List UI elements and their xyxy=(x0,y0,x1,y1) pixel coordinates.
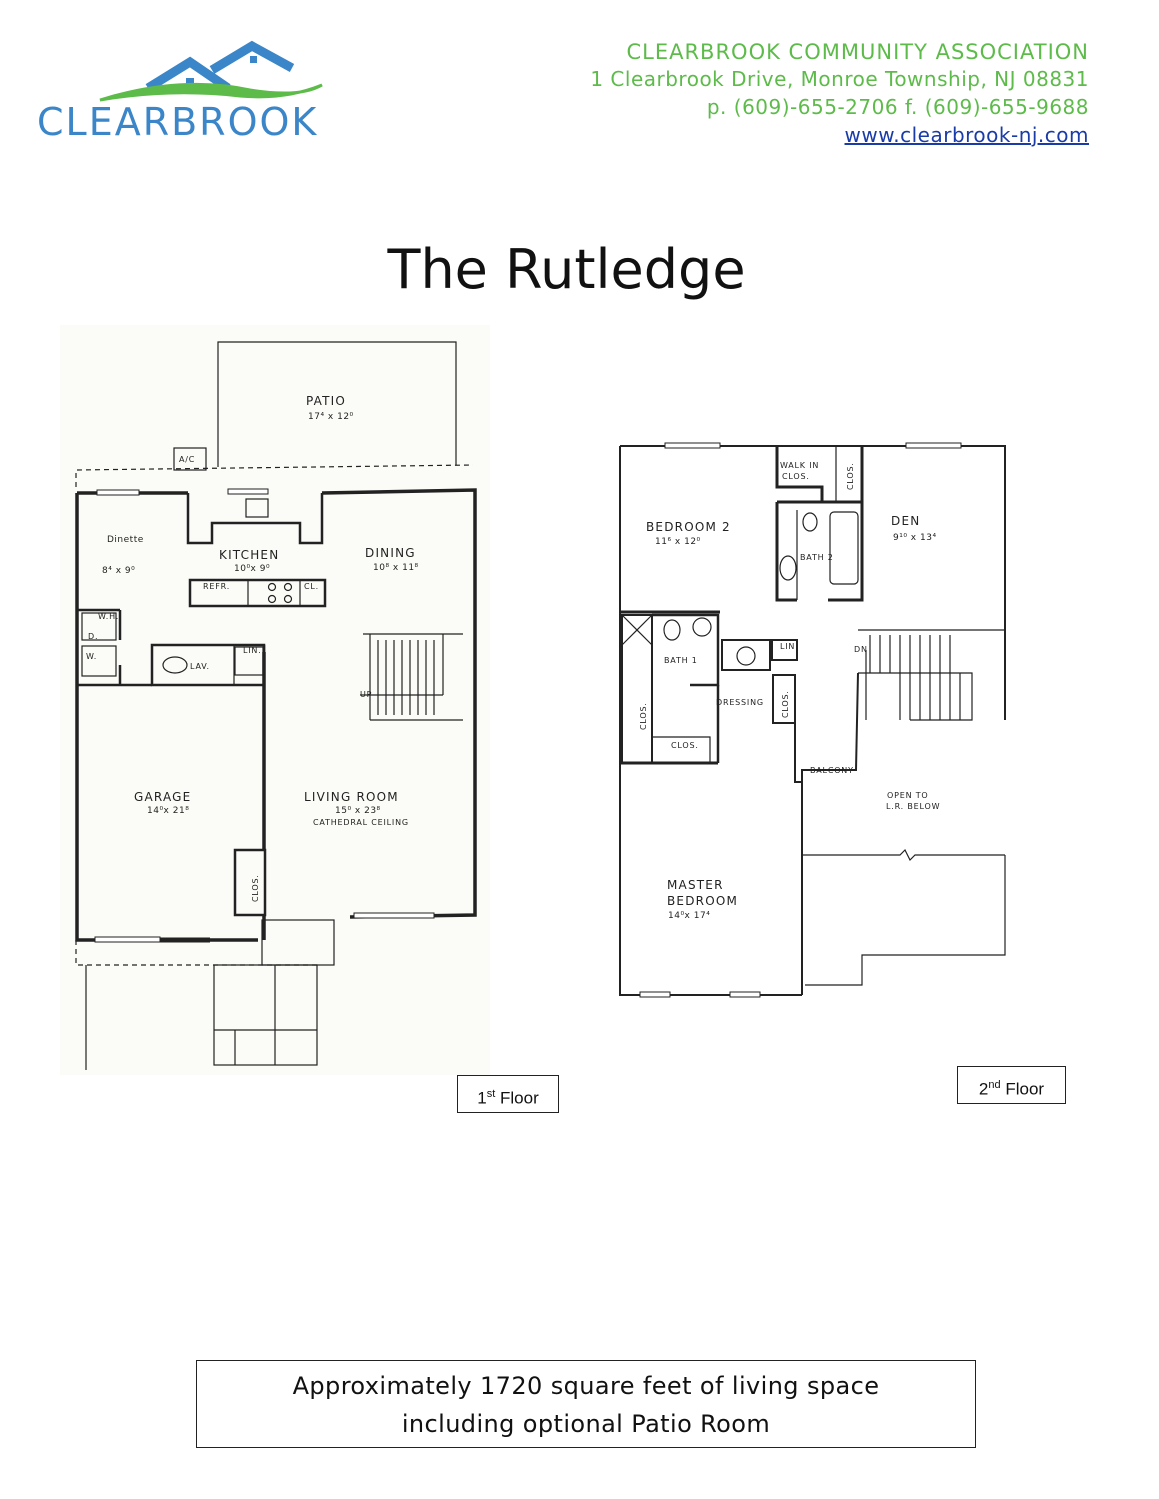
f1-d-label: D. xyxy=(88,632,98,641)
association-phone-fax: p. (609)-655-2706 f. (609)-655-9688 xyxy=(706,95,1089,119)
logo-roof-right xyxy=(209,40,295,74)
f2-clos-left-label: CLOS. xyxy=(639,702,648,730)
page-title: The Rutledge xyxy=(387,238,746,301)
second-floor-tag-label: Floor xyxy=(1005,1079,1045,1099)
f1-living-note: CATHEDRAL CEILING xyxy=(313,818,409,827)
f1-refr-label: REFR. xyxy=(203,582,230,591)
f1-dining-dims: 10⁸ x 11⁸ xyxy=(373,563,419,573)
first-floor-tag-number: 1 xyxy=(477,1088,487,1108)
f1-kitchen-dims: 10⁰x 9⁰ xyxy=(234,564,270,574)
association-address: 1 Clearbrook Drive, Monroe Township, NJ … xyxy=(590,67,1089,91)
f1-dinette-dims: 8⁴ x 9⁰ xyxy=(102,566,135,576)
second-floor-tag-suffix: nd xyxy=(988,1079,1001,1091)
f1-living-dims: 15⁰ x 23⁸ xyxy=(335,806,381,816)
clearbrook-logo xyxy=(99,40,323,102)
f2-walkin-label-1: WALK IN xyxy=(780,461,819,470)
association-website-link[interactable]: www.clearbrook-nj.com xyxy=(844,123,1089,147)
f2-balcony-label: BALCONY xyxy=(810,766,854,775)
square-footage-line-2: including optional Patio Room xyxy=(401,1410,771,1438)
first-floor-tag-suffix: st xyxy=(486,1088,496,1100)
f1-kitchen-label: KITCHEN xyxy=(219,548,279,562)
f1-garage-dims: 14⁰x 21⁸ xyxy=(147,806,189,816)
f2-clos-right-label: CLOS. xyxy=(781,690,790,718)
first-floor-tag-label: Floor xyxy=(500,1088,539,1108)
f2-open-to-label-2: L.R. BELOW xyxy=(886,802,940,811)
f2-walkin-label-2: CLOS. xyxy=(782,472,810,481)
f2-bath1-label: BATH 1 xyxy=(664,656,698,665)
logo-swoosh xyxy=(99,82,323,102)
f2-open-to-label-1: OPEN TO xyxy=(887,791,929,800)
f1-wh-label: W.H. xyxy=(98,612,119,621)
logo-window-2 xyxy=(250,56,257,63)
f1-up-label: UP xyxy=(360,690,372,699)
f2-bedroom2-label: BEDROOM 2 xyxy=(646,520,731,534)
f1-garage-label: GARAGE xyxy=(134,790,191,804)
first-floor-plan: PATIO 17⁴ x 12⁰ A/C Dinette 8⁴ x 9⁰ KITC… xyxy=(60,325,490,1075)
second-floor-plan: WALK IN CLOS. CLOS. BEDROOM 2 11⁶ x 12⁰ … xyxy=(619,442,1006,998)
f1-clos-label: CLOS. xyxy=(251,874,260,902)
f2-lin-label: LIN. xyxy=(780,642,799,651)
first-floor-tag: 1st Floor xyxy=(457,1075,559,1113)
f1-patio-label: PATIO xyxy=(306,394,346,408)
f2-clos-top-label: CLOS. xyxy=(846,462,855,490)
f1-lav-label: LAV. xyxy=(190,662,210,671)
f1-w-label: W. xyxy=(86,652,97,661)
f1-patio-dims: 17⁴ x 12⁰ xyxy=(308,412,354,422)
f1-dining-label: DINING xyxy=(365,546,416,560)
f1-cl-label: CL. xyxy=(304,582,319,591)
f1-ac-label: A/C xyxy=(179,455,195,464)
f2-master-label-1: MASTER xyxy=(667,878,724,892)
square-footage-box: Approximately 1720 square feet of living… xyxy=(196,1360,976,1448)
logo-text: CLEARBROOK xyxy=(37,100,319,144)
f2-clos-bottom-label: CLOS. xyxy=(671,741,699,750)
f2-master-label-2: BEDROOM xyxy=(667,894,738,908)
second-floor-tag: 2nd Floor xyxy=(957,1066,1066,1104)
square-footage-line-1: Approximately 1720 square feet of living… xyxy=(292,1372,880,1400)
f2-bedroom2-dims: 11⁶ x 12⁰ xyxy=(655,537,701,547)
f2-bath2-label: BATH 2 xyxy=(800,553,834,562)
f2-den-label: DEN xyxy=(891,514,920,528)
f1-dinette-label: Dinette xyxy=(107,535,144,545)
f2-dn-label: DN xyxy=(854,645,868,654)
f2-den-dims: 9¹⁰ x 13⁴ xyxy=(893,533,937,543)
association-name: CLEARBROOK COMMUNITY ASSOCIATION xyxy=(626,40,1089,64)
logo-roof-left xyxy=(145,56,231,92)
f1-living-label: LIVING ROOM xyxy=(304,790,399,804)
logo-window xyxy=(186,78,194,86)
f2-master-dims: 14⁰x 17⁴ xyxy=(668,911,710,921)
f1-lin-label: LIN. xyxy=(243,646,262,655)
second-floor-tag-number: 2 xyxy=(978,1079,989,1099)
f2-dressing-label: DRESSING xyxy=(716,698,764,707)
